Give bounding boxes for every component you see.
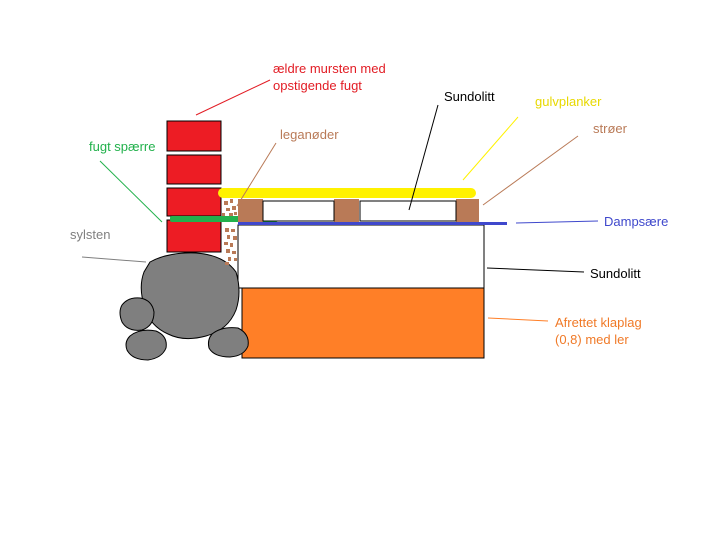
leader-fugtsperre	[99, 160, 163, 223]
brick-3	[166, 187, 222, 217]
gulvplanker-layer	[218, 188, 476, 198]
label-sylsten: sylsten	[70, 227, 111, 242]
afrettet-klaplag-layer	[241, 287, 485, 359]
stroer-2	[334, 199, 359, 222]
label-fugtsperre: fugt spærre	[89, 139, 156, 154]
leader-murst	[195, 79, 271, 116]
sundolitt-upper-2	[359, 200, 457, 222]
leader-stroer	[482, 135, 579, 206]
leader-sylsten	[81, 256, 147, 263]
label-dampspaerre: Dampsære	[604, 214, 669, 229]
stone-left-small	[119, 297, 155, 331]
leader-gulvplanker	[462, 116, 519, 181]
brick-4	[166, 219, 222, 253]
label-sundolitt-bottom: Sundolitt	[590, 266, 641, 281]
label-leganoder: leganøder	[280, 127, 339, 142]
sundolitt-upper-1	[262, 200, 335, 222]
label-murst: ældre mursten med opstigende fugt	[273, 61, 386, 93]
leganoder-filling	[222, 199, 237, 265]
sundolitt-lower-block	[237, 224, 485, 289]
leader-dampspaerre	[515, 220, 599, 224]
label-gulvplanker: gulvplanker	[535, 94, 602, 109]
murst-bricks	[166, 120, 222, 253]
sylsten-stones	[119, 252, 249, 361]
stone-bottom-left	[125, 329, 167, 361]
stroer-joists	[238, 199, 479, 222]
brick-1	[166, 120, 222, 152]
stroer-3	[456, 199, 479, 222]
large-stone	[140, 252, 240, 340]
leader-leganoder	[236, 142, 277, 207]
label-stroer: strøer	[593, 121, 627, 136]
label-sundolitt-top: Sundolitt	[444, 89, 495, 104]
sundolitt-insulation	[262, 200, 457, 222]
leader-lines	[81, 79, 599, 322]
leader-sundolitt-bottom	[486, 267, 585, 273]
leader-afrettet	[487, 317, 549, 322]
leader-sundolitt-top	[408, 104, 439, 211]
label-afrettet: Afrettet klaplag (0,8) med ler	[555, 315, 642, 347]
stone-bottom-right	[207, 327, 249, 358]
stroer-1	[238, 199, 263, 222]
brick-2	[166, 154, 222, 185]
